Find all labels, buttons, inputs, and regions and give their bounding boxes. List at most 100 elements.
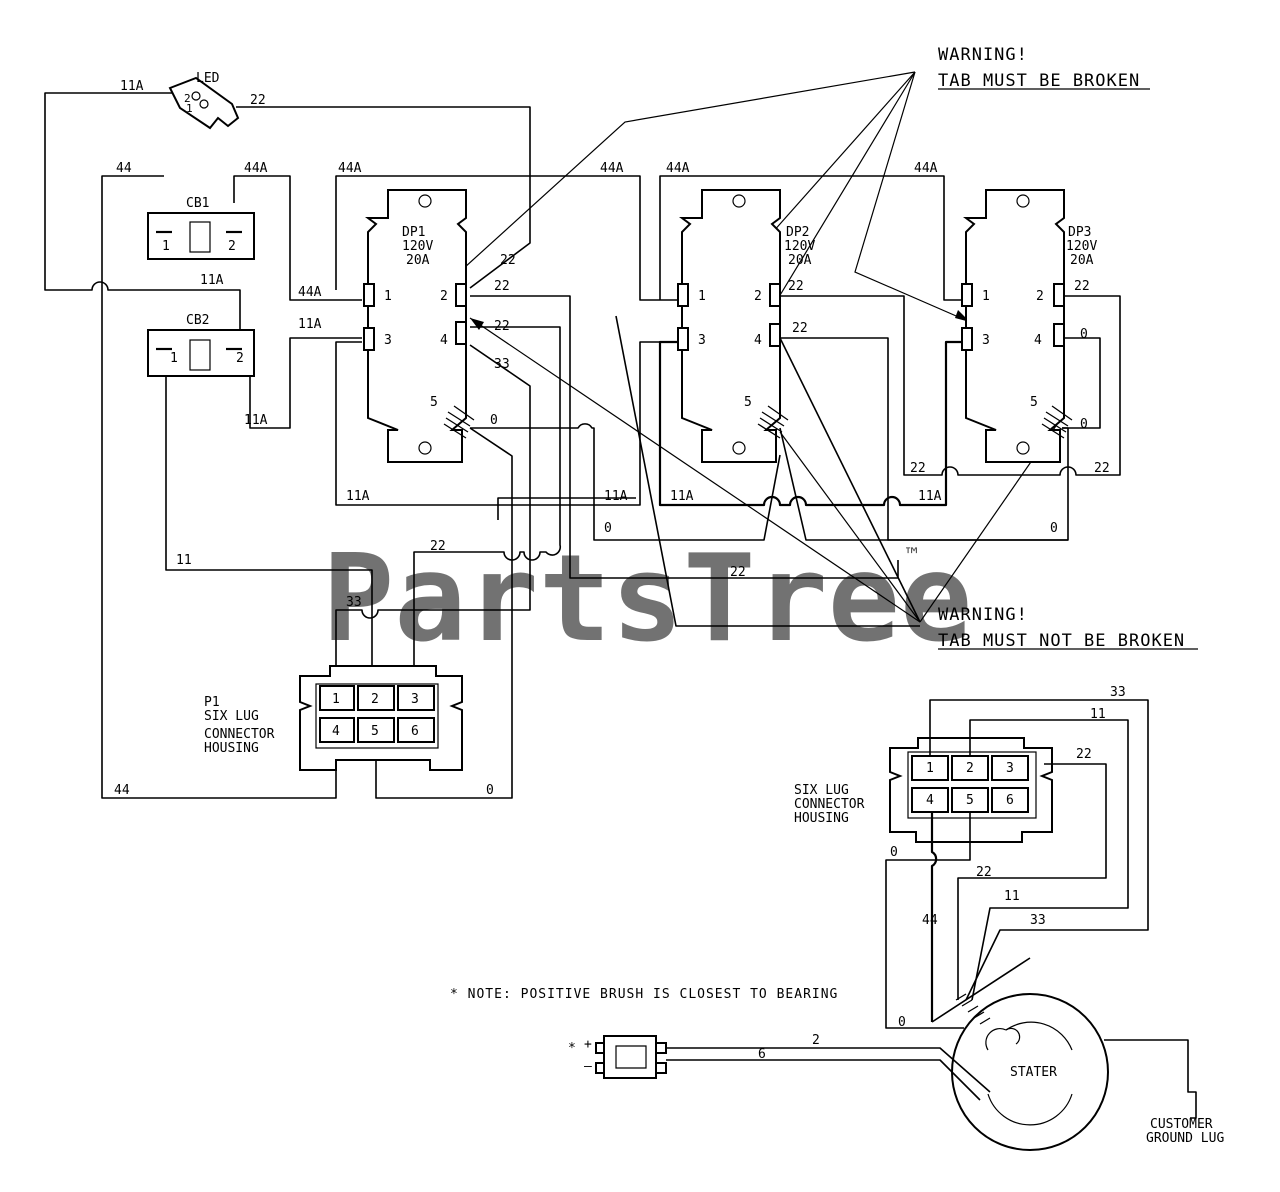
wire-label-2-brush: 2 [812, 1033, 820, 1048]
stator-conn-label: SIX LUG [794, 783, 849, 798]
connector-p1: 1 2 3 4 5 6 P1 SIX LUG CONNECTOR HOUSING [204, 665, 463, 771]
p1-pin2: 2 [371, 692, 379, 707]
wire-label-44a-dp3: 44A [914, 161, 938, 176]
stator-label: STATER [1010, 1065, 1057, 1080]
cb1-pin2: 2 [228, 239, 236, 254]
watermark-trademark: ™ [906, 543, 918, 567]
wire-label-44-bottom: 44 [114, 783, 130, 798]
dp2-pin1: 1 [698, 289, 706, 304]
wire-label-11a-bus-c: 11A [670, 489, 694, 504]
dp3-amps: 20A [1070, 253, 1094, 268]
wire-label-0-bus-b: 0 [1050, 521, 1058, 536]
dp1-label: DP1 [402, 225, 425, 240]
led-label: LED [196, 71, 220, 86]
led: LED 2 1 [168, 71, 240, 130]
wire-label-11-stator: 11 [1090, 707, 1106, 722]
p1-label-3: CONNECTOR [204, 727, 275, 742]
p1-pin3: 3 [411, 692, 419, 707]
wire-label-0-dp3a: 0 [1080, 327, 1088, 342]
receptacle-dp2: DP2 120V 20A 1 2 3 4 5 [677, 189, 815, 463]
wire-label-11a-bus-a: 11A [346, 489, 370, 504]
warning-top-line1: WARNING! [938, 45, 1028, 65]
dp2-voltage: 120V [784, 239, 815, 254]
dp2-pin4: 4 [754, 333, 762, 348]
dp1-voltage: 120V [402, 239, 433, 254]
stator-conn-pin5: 5 [966, 793, 974, 808]
stator-conn-pin1: 1 [926, 761, 934, 776]
brush-plus: + [584, 1037, 592, 1052]
circuit-breaker-cb1: CB1 1 2 [147, 196, 255, 260]
p1-pin1: 1 [332, 692, 340, 707]
dp2-pin3: 3 [698, 333, 706, 348]
watermark: PartsTree [322, 530, 972, 669]
wire-label-11a-cb2: 11A [244, 413, 268, 428]
wire-label-44-stator: 44 [922, 913, 938, 928]
warning-top: WARNING! TAB MUST BE BROKEN [938, 45, 1150, 91]
wire-label-33-dp1: 33 [494, 357, 510, 372]
wire-label-11a-led: 11A [120, 79, 144, 94]
p1-label: P1 [204, 695, 220, 710]
wire-label-33-stator-b: 33 [1030, 913, 1046, 928]
stator-conn-pin3: 3 [1006, 761, 1014, 776]
dp2-pin2: 2 [754, 289, 762, 304]
dp3-voltage: 120V [1066, 239, 1097, 254]
wire-label-44a-cb1: 44A [244, 161, 268, 176]
wire-label-6-brush: 6 [758, 1047, 766, 1062]
dp3-pin5: 5 [1030, 395, 1038, 410]
brush-minus: – [584, 1059, 592, 1074]
p1-pin4: 4 [332, 724, 340, 739]
p1-pin5: 5 [371, 724, 379, 739]
p1-label-2: SIX LUG [204, 709, 259, 724]
wire-label-22-p1: 22 [430, 539, 446, 554]
dp2-amps: 20A [788, 253, 812, 268]
wire-label-22-bus-b: 22 [1094, 461, 1110, 476]
ground-label-2: GROUND LUG [1146, 1131, 1224, 1146]
stator: STATER [951, 993, 1109, 1151]
wire-label-22-dp2b: 22 [792, 321, 808, 336]
dp1-pin4: 4 [440, 333, 448, 348]
cb1-label: CB1 [186, 196, 209, 211]
p1-label-4: HOUSING [204, 741, 259, 756]
receptacle-dp1: DP1 120V 20A 1 2 3 4 5 [363, 189, 475, 463]
wire-label-44a-pin1: 44A [298, 285, 322, 300]
wire-label-22-dp3: 22 [1074, 279, 1090, 294]
brush-assembly: * + – [568, 1035, 991, 1101]
dp1-pin5: 5 [430, 395, 438, 410]
dp3-label: DP3 [1068, 225, 1091, 240]
dp3-pin4: 4 [1034, 333, 1042, 348]
dp3-pin2: 2 [1036, 289, 1044, 304]
dp1-pin2: 2 [440, 289, 448, 304]
cb2-pin2: 2 [236, 351, 244, 366]
wire-label-22-stator-b: 22 [976, 865, 992, 880]
receptacle-dp3: DP3 120V 20A 1 2 3 4 5 [961, 189, 1097, 463]
warning-bottom: WARNING! TAB MUST NOT BE BROKEN [938, 605, 1198, 651]
wire-label-11a-bus-d: 11A [918, 489, 942, 504]
wire-label-22-stator: 22 [1076, 747, 1092, 762]
wire-label-0-bus-a: 0 [604, 521, 612, 536]
wire-labels: 11A 22 44 44A 44A 44A 44A 44A 11A 44A 11… [114, 79, 1126, 1062]
wire-label-44a-mid: 44A [600, 161, 624, 176]
stator-wires [885, 699, 1149, 1029]
dp3-pin1: 1 [982, 289, 990, 304]
wire-label-0-dp3b: 0 [1080, 417, 1088, 432]
wire-label-44a-dp1: 44A [338, 161, 362, 176]
led-pin2: 2 [184, 92, 191, 105]
stator-conn-pin2: 2 [966, 761, 974, 776]
cb1-pin1: 1 [162, 239, 170, 254]
connector-stator-side: 1 2 3 4 5 6 SIX LUG CONNECTOR HOUSING [794, 737, 1053, 843]
cb2-label: CB2 [186, 313, 209, 328]
ground-label: CUSTOMER [1150, 1117, 1213, 1132]
dp2-label: DP2 [786, 225, 809, 240]
wire-label-11a-pin3: 11A [298, 317, 322, 332]
wire-label-22-long: 22 [730, 565, 746, 580]
cb2-pin1: 1 [170, 351, 178, 366]
wire-label-44a-dp2: 44A [666, 161, 690, 176]
wire-label-11-p1: 11 [176, 553, 192, 568]
wire-label-0-dp1: 0 [490, 413, 498, 428]
wire-label-22-led: 22 [250, 93, 266, 108]
circuit-breaker-cb2: CB2 1 2 [147, 313, 255, 377]
wire-label-11a-bus-b: 11A [604, 489, 628, 504]
dp3-pin3: 3 [982, 333, 990, 348]
stator-conn-label-2: CONNECTOR [794, 797, 865, 812]
